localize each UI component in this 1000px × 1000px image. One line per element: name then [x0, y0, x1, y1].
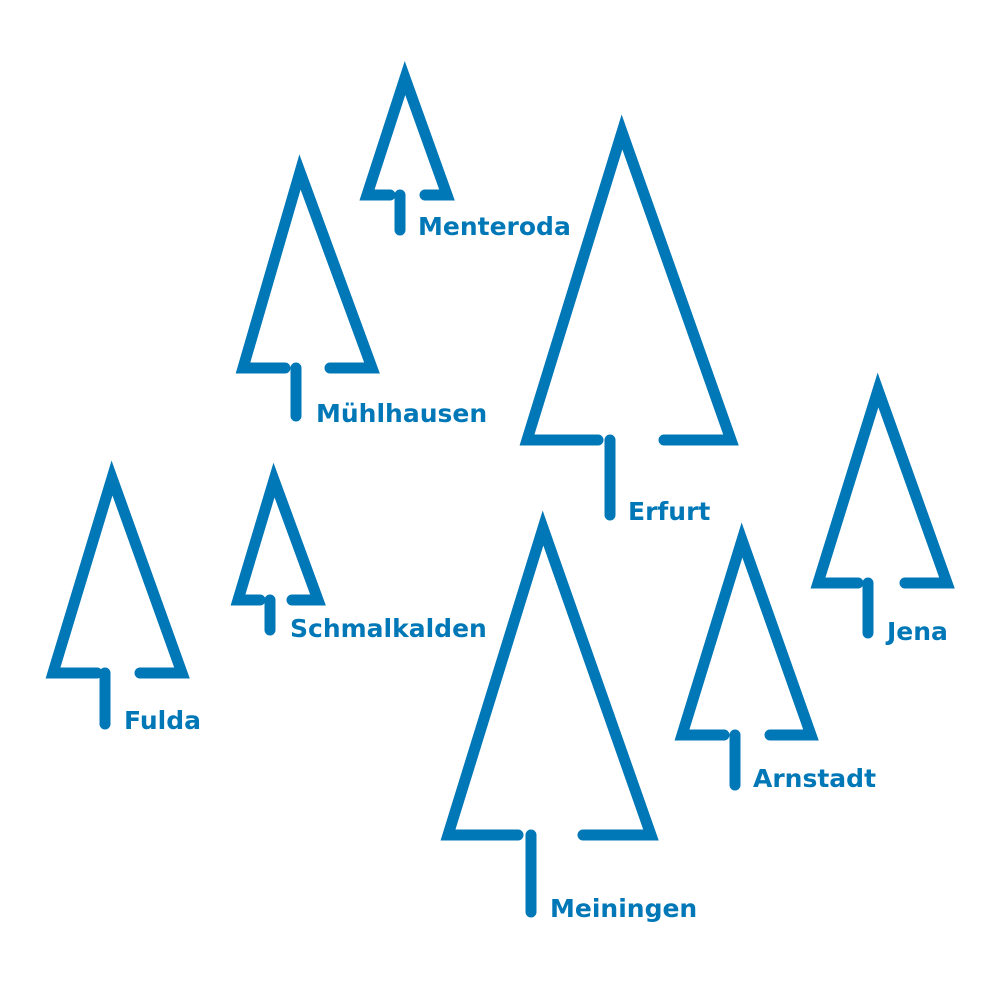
tree-icon [230, 462, 326, 636]
label-muehlhausen: Mühlhausen [316, 399, 487, 428]
tree-arnstadt: Arnstadt [674, 522, 876, 793]
label-schmalkalden: Schmalkalden [290, 614, 487, 643]
tree-erfurt: Erfurt [519, 114, 739, 526]
label-fulda: Fulda [124, 706, 201, 735]
tree-icon [519, 114, 739, 521]
tree-schmalkalden: Schmalkalden [230, 462, 487, 643]
tree-icon [45, 460, 190, 730]
label-erfurt: Erfurt [628, 497, 710, 526]
label-meiningen: Meiningen [550, 894, 697, 923]
tree-muehlhausen: Mühlhausen [235, 154, 487, 428]
tree-icon [810, 372, 955, 639]
tree-icon [235, 154, 380, 422]
tree-fulda: Fulda [45, 460, 201, 735]
label-jena: Jena [885, 617, 948, 646]
tree-icon [359, 60, 455, 236]
tree-meiningen: Meiningen [440, 510, 697, 923]
tree-icon [674, 522, 819, 791]
tree-menteroda: Menteroda [359, 60, 571, 241]
label-menteroda: Menteroda [418, 212, 571, 241]
label-arnstadt: Arnstadt [753, 764, 876, 793]
tree-jena: Jena [810, 372, 955, 646]
tree-icon [440, 510, 659, 918]
